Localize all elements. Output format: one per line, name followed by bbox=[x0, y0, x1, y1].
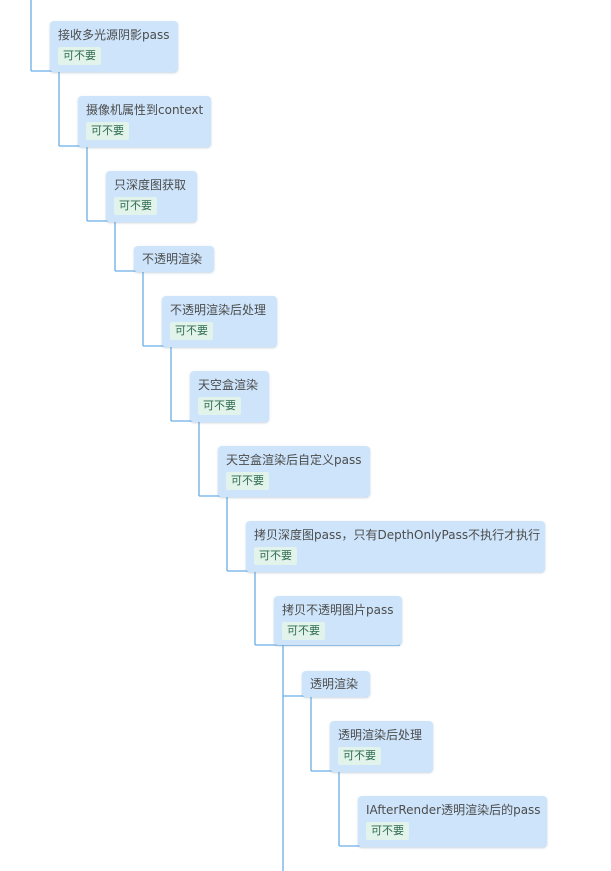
optional-tag: 可不要 bbox=[86, 122, 129, 140]
node-title: 拷贝深度图pass，只有DepthOnlyPass不执行才执行 bbox=[254, 528, 541, 542]
node-opaque-render[interactable]: 不透明渲染 bbox=[134, 246, 214, 272]
node-title: 只深度图获取 bbox=[114, 178, 187, 192]
optional-tag: 可不要 bbox=[282, 622, 325, 640]
optional-tag: 可不要 bbox=[226, 472, 269, 490]
node-title: 不透明渲染后处理 bbox=[170, 303, 267, 317]
node-copy-depth-pass[interactable]: 拷贝深度图pass，只有DepthOnlyPass不执行才执行 可不要 bbox=[246, 521, 545, 572]
node-transparent-postprocess[interactable]: 透明渲染后处理 可不要 bbox=[330, 721, 433, 772]
node-title: 拷贝不透明图片pass bbox=[282, 603, 394, 617]
node-title: 不透明渲染 bbox=[142, 252, 203, 266]
optional-tag: 可不要 bbox=[198, 397, 241, 415]
node-title: 摄像机属性到context bbox=[86, 103, 204, 117]
node-camera-props-to-context[interactable]: 摄像机属性到context 可不要 bbox=[78, 96, 211, 147]
node-transparent-render[interactable]: 透明渲染 bbox=[302, 671, 370, 697]
node-skybox-custom-pass[interactable]: 天空盒渲染后自定义pass 可不要 bbox=[218, 446, 370, 497]
optional-tag: 可不要 bbox=[338, 747, 381, 765]
node-title: 透明渲染后处理 bbox=[338, 728, 423, 742]
node-copy-opaque-pass[interactable]: 拷贝不透明图片pass 可不要 bbox=[274, 596, 402, 645]
node-skybox-render[interactable]: 天空盒渲染 可不要 bbox=[190, 371, 269, 422]
node-depth-only-capture[interactable]: 只深度图获取 可不要 bbox=[106, 171, 197, 222]
optional-tag: 可不要 bbox=[58, 47, 101, 65]
node-title: 透明渲染 bbox=[310, 677, 359, 691]
optional-tag: 可不要 bbox=[114, 197, 157, 215]
node-opaque-postprocess[interactable]: 不透明渲染后处理 可不要 bbox=[162, 296, 277, 347]
node-after-render-transparent-pass[interactable]: IAfterRender透明渲染后的pass 可不要 bbox=[358, 796, 547, 847]
optional-tag: 可不要 bbox=[170, 322, 213, 340]
node-title: IAfterRender透明渲染后的pass bbox=[366, 803, 541, 817]
node-title: 接收多光源阴影pass bbox=[58, 28, 170, 42]
node-receive-multilight-shadow-pass[interactable]: 接收多光源阴影pass 可不要 bbox=[50, 21, 178, 72]
optional-tag: 可不要 bbox=[254, 547, 297, 565]
node-title: 天空盒渲染后自定义pass bbox=[226, 453, 362, 467]
node-title: 天空盒渲染 bbox=[198, 378, 259, 392]
optional-tag: 可不要 bbox=[366, 822, 409, 840]
